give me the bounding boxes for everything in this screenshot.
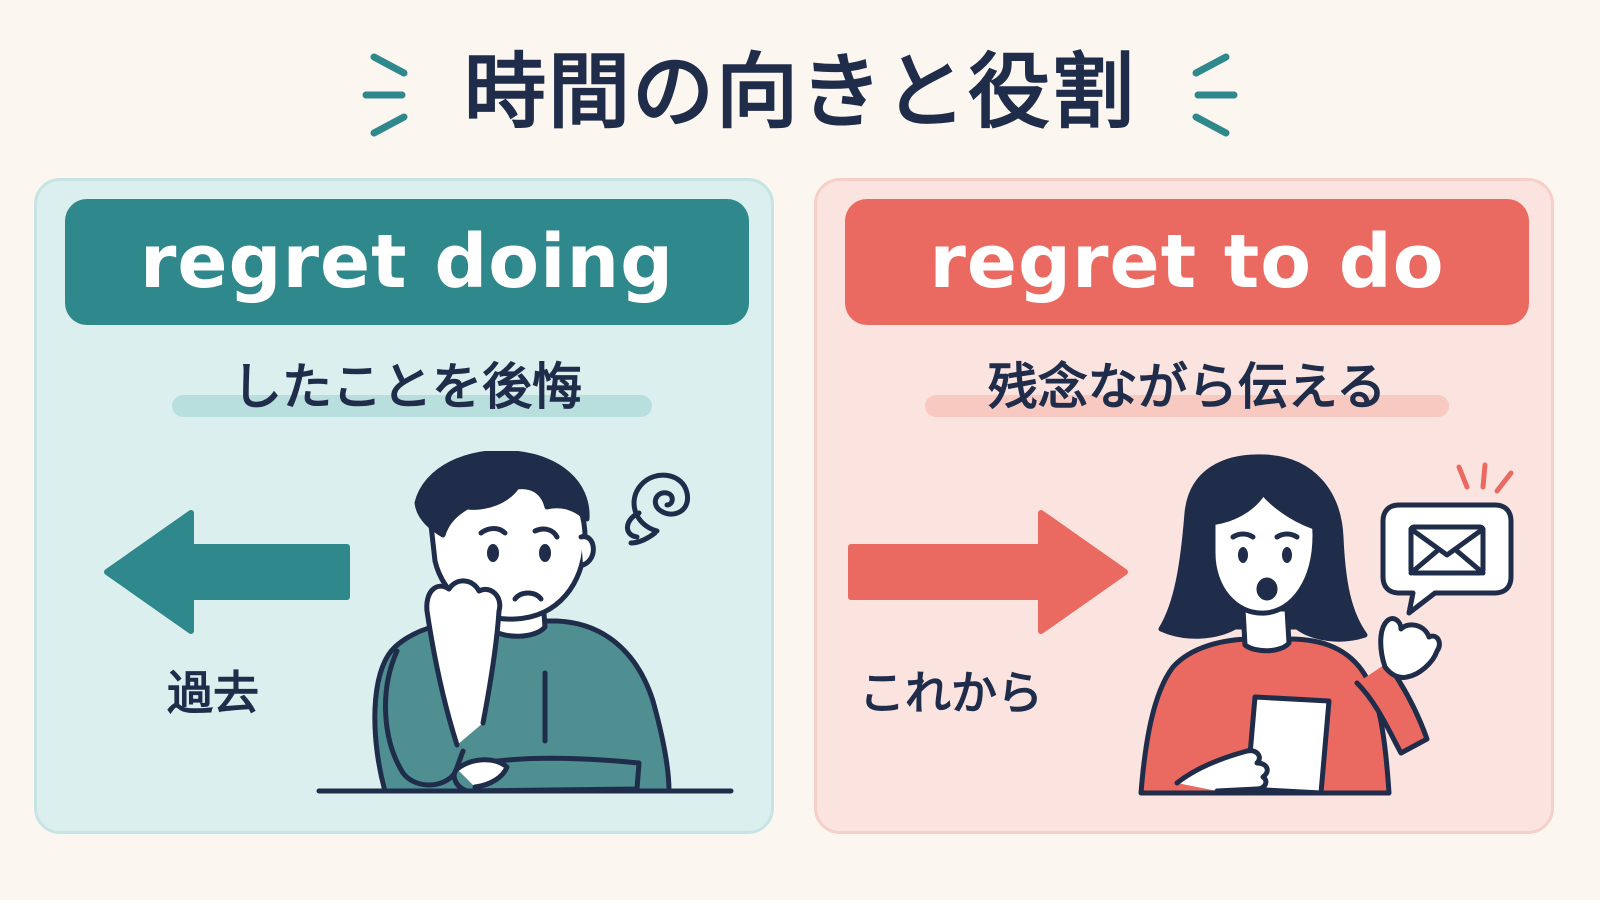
- right-sparkle-icon: [1192, 53, 1238, 137]
- eye: [487, 544, 499, 562]
- page-title: 時間の向きと役割: [463, 45, 1136, 140]
- regret-to-do-banner: regret to do: [845, 199, 1529, 325]
- worried-man-icon: [316, 451, 734, 794]
- future-label: これから: [859, 666, 1043, 720]
- title-area: 時間の向きと役割: [0, 38, 1600, 148]
- meaning-highlight: [925, 395, 1449, 417]
- regret-doing-panel: regret doing したことを後悔 過去: [34, 178, 774, 834]
- meaning-highlight: [172, 395, 652, 417]
- left-sparkle-icon: [362, 53, 408, 137]
- speaking-woman-icon: [1138, 454, 1442, 796]
- past-label: 過去: [167, 666, 259, 720]
- regret-to-do-panel: regret to do 残念ながら伝える これから: [814, 178, 1554, 834]
- regret-to-do-meaning: 残念ながら伝える: [987, 358, 1387, 416]
- eye: [1238, 547, 1248, 563]
- envelope-speech-icon: [1380, 462, 1514, 616]
- arrow-right-icon: [848, 510, 1128, 634]
- eye: [539, 544, 551, 562]
- eye: [1282, 547, 1292, 563]
- regret-doing-meaning: したことを後悔: [232, 358, 582, 416]
- regret-doing-banner: regret doing: [65, 199, 749, 325]
- swirl-thought-icon: [625, 472, 691, 546]
- arrow-left-icon: [104, 510, 350, 634]
